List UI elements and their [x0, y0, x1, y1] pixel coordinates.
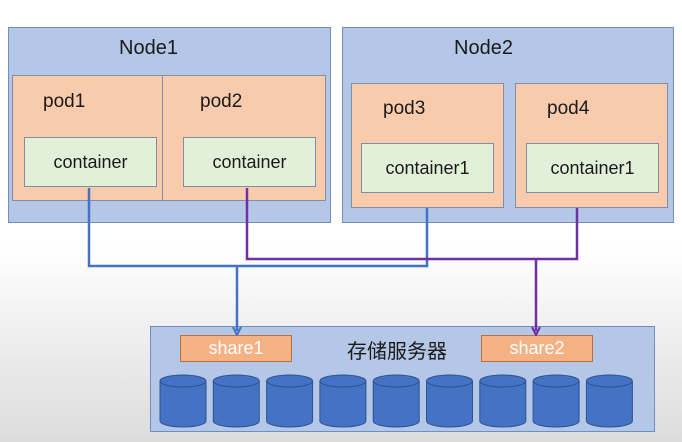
- pod1-box: pod1 container: [12, 75, 164, 201]
- pod2-label: pod2: [200, 91, 243, 112]
- disk-icon: [212, 374, 260, 428]
- pod3-container: container1: [361, 143, 494, 193]
- disk-icon: [426, 374, 473, 428]
- pod4-container: container1: [526, 143, 659, 193]
- disk-icon: [479, 374, 527, 428]
- pod2-box: pod2 container: [162, 75, 326, 201]
- share1-box: share1: [180, 335, 292, 362]
- pod1-container: container: [24, 137, 157, 187]
- line-pod1-to-share1: [87, 188, 429, 268]
- pod3-label: pod3: [383, 98, 426, 119]
- disk-icon: [319, 374, 367, 428]
- share2-box: share2: [481, 335, 593, 362]
- disk-icon: [159, 374, 207, 428]
- disk-icon: [585, 374, 633, 428]
- disk-array: [159, 374, 633, 428]
- pod4-box: pod4 container1: [515, 83, 668, 208]
- pod4-label: pod4: [547, 98, 590, 119]
- node1-title: Node1: [119, 37, 178, 59]
- pod3-box: pod3 container1: [351, 83, 504, 208]
- pod2-container: container: [183, 137, 316, 187]
- node2-title: Node2: [454, 37, 513, 59]
- node2-box: Node2 pod3 container1 pod4 container1: [342, 27, 674, 223]
- disk-icon: [372, 374, 420, 428]
- storage-server-title: 存储服务器: [347, 339, 447, 363]
- node1-box: Node1 pod1 container pod2 container: [8, 27, 331, 223]
- disk-icon: [532, 374, 580, 428]
- pod1-label: pod1: [43, 91, 86, 112]
- line-pod2-to-share2: [245, 188, 579, 261]
- disk-icon: [266, 374, 314, 428]
